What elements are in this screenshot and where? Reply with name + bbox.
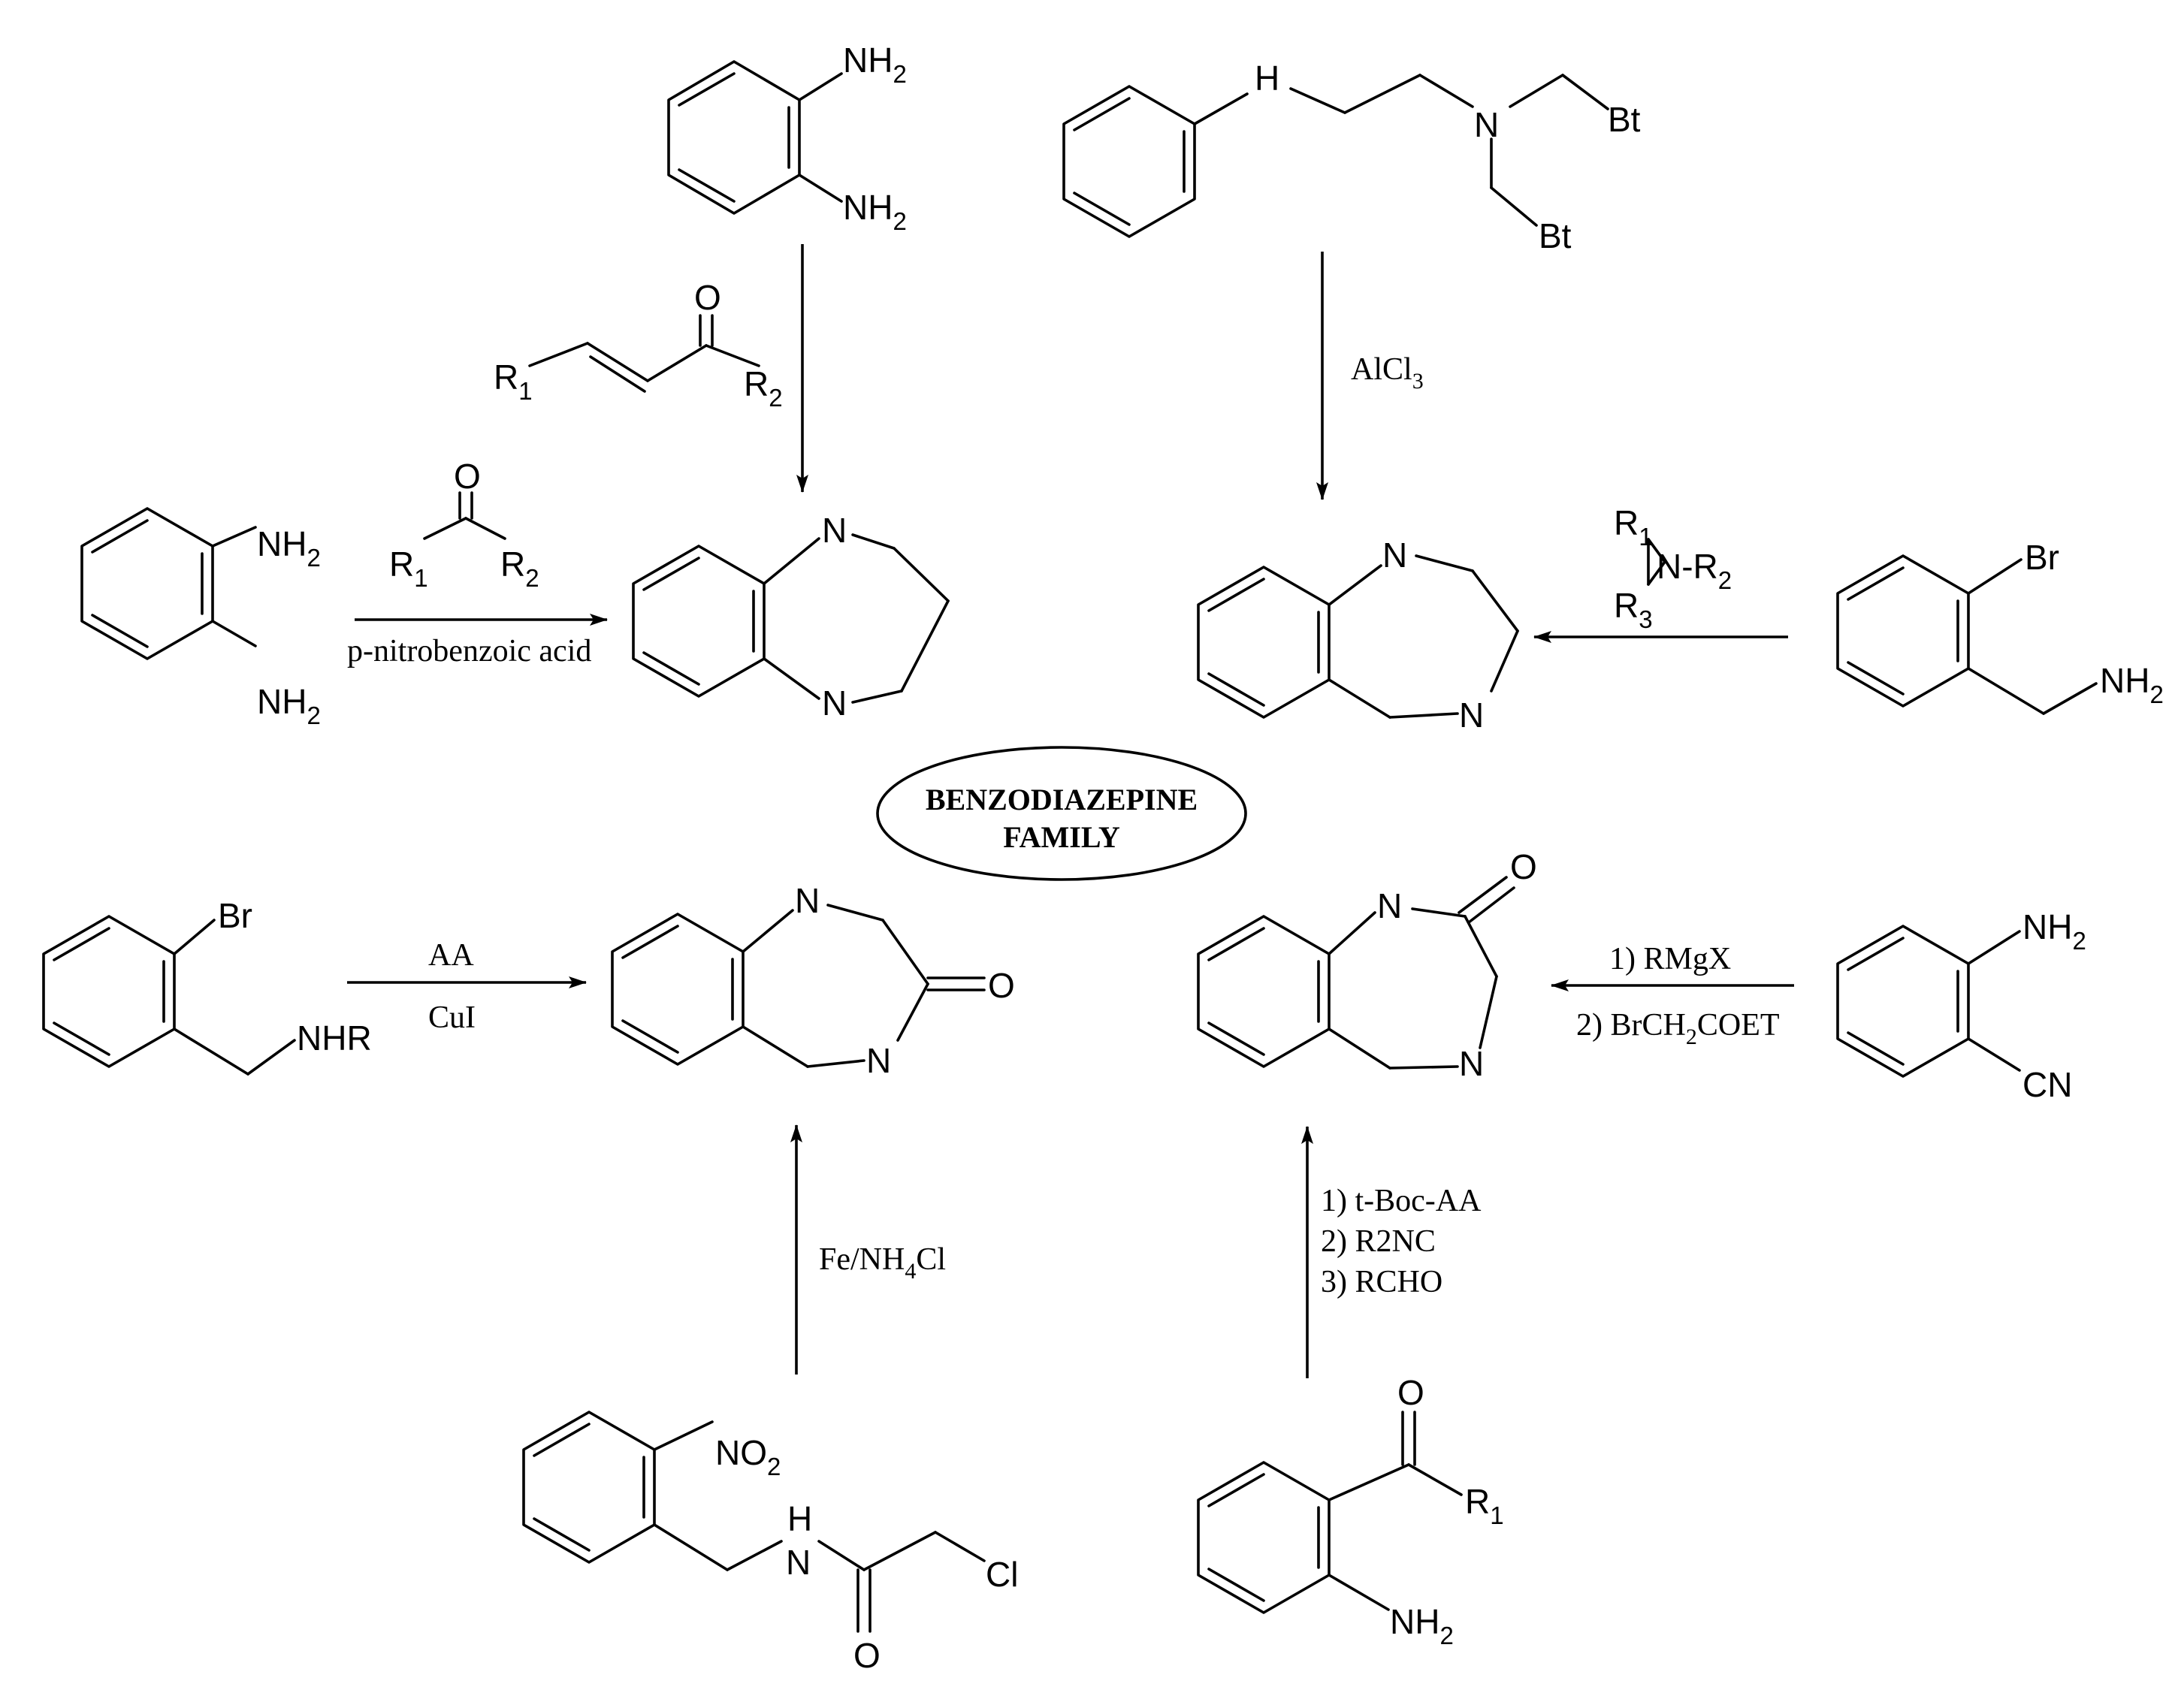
svg-text:NH2: NH2 (843, 188, 907, 235)
svg-text:O: O (454, 457, 481, 496)
condition-r2nc: 2) R2NC (1321, 1224, 1436, 1259)
svg-text:H: H (1255, 59, 1279, 98)
ketone-reagent: O R1 R2 (389, 457, 539, 592)
aziridine-reagent: R1 N-R2 R3 (1614, 503, 1732, 633)
svg-text:N: N (1377, 886, 1402, 925)
svg-text:NH2: NH2 (2100, 661, 2164, 708)
svg-text:NH2: NH2 (257, 682, 321, 729)
condition-alcl3: AlCl3 (1351, 352, 1424, 394)
svg-text:R1: R1 (1614, 503, 1653, 551)
condition-fe-nh4cl: Fe/NH4Cl (819, 1242, 946, 1284)
svg-text:O: O (694, 278, 721, 317)
2-aminoaryl-ketone: O R1 NH2 (1197, 1373, 1504, 1649)
svg-text:N: N (822, 684, 847, 723)
benzodiazepine-family-badge: BENZODIAZEPINE FAMILY (876, 746, 1247, 881)
svg-text:N: N (795, 881, 820, 920)
condition-brch2coet: 2) BrCH2COET (1576, 1008, 1780, 1049)
svg-text:N: N (1459, 696, 1484, 735)
svg-text:Cl: Cl (986, 1555, 1018, 1594)
svg-text:N-R2: N-R2 (1657, 547, 1732, 594)
o-phenylenediamine-top: NH2 NH2 (667, 41, 907, 235)
svg-text:NH2: NH2 (2022, 907, 2086, 955)
condition-rmgx: 1) RMgX (1609, 942, 1731, 976)
svg-text:N: N (1459, 1044, 1484, 1083)
svg-text:N: N (786, 1543, 811, 1582)
svg-text:H: H (787, 1499, 812, 1538)
product-1-5-benzodiazepine: N N (632, 511, 950, 723)
svg-text:NO2: NO2 (715, 1433, 781, 1480)
product-benzodiazepin-2-one: N N O (1197, 847, 1537, 1083)
nitro-chloroacetamide-precursor: NO2 H N Cl O (522, 1411, 1018, 1675)
2-aminobenzonitrile: NH2 CN (1836, 907, 2086, 1104)
svg-text:CN: CN (2022, 1065, 2072, 1104)
svg-text:N: N (866, 1041, 891, 1080)
svg-text:O: O (1510, 847, 1537, 886)
2-bromo-n-benzylamine: Br NHR (42, 896, 372, 1076)
svg-text:NH2: NH2 (843, 41, 907, 88)
condition-rcho: 3) RCHO (1321, 1265, 1442, 1299)
svg-text:FAMILY: FAMILY (1003, 820, 1120, 854)
svg-text:R1: R1 (1465, 1482, 1504, 1529)
svg-text:N: N (1382, 536, 1407, 575)
condition-t-boc-aa: 1) t-Boc-AA (1321, 1184, 1482, 1218)
svg-text:O: O (1397, 1373, 1424, 1412)
svg-text:NH2: NH2 (257, 524, 321, 572)
o-phenylenediamine-left: NH2 NH2 (80, 507, 321, 729)
svg-text:R2: R2 (744, 364, 783, 412)
svg-text:R3: R3 (1614, 586, 1653, 633)
product-benzodiazepin-3-one: N N O (611, 881, 1015, 1080)
svg-text:BENZODIAZEPINE: BENZODIAZEPINE (926, 783, 1198, 816)
svg-text:R1: R1 (494, 358, 533, 405)
2-bromobenzylamine: Br NH2 (1836, 538, 2164, 715)
bt-diamine-precursor: H N Bt Bt (1062, 59, 1641, 255)
svg-text:O: O (988, 966, 1015, 1005)
svg-text:Bt: Bt (1608, 100, 1641, 139)
enone-reagent: O R1 R2 (494, 278, 783, 412)
svg-text:R2: R2 (500, 545, 539, 592)
svg-text:Br: Br (218, 896, 252, 935)
svg-text:NH2: NH2 (1390, 1602, 1454, 1649)
svg-text:N: N (822, 511, 847, 550)
svg-text:N: N (1474, 105, 1499, 144)
svg-text:O: O (853, 1636, 881, 1675)
condition-p-nitrobenzoic-acid: p-nitrobenzoic acid (347, 634, 591, 668)
svg-text:Br: Br (2025, 538, 2059, 577)
condition-aa: AA (428, 938, 474, 973)
svg-text:NHR: NHR (297, 1018, 372, 1058)
condition-cui: CuI (428, 1000, 476, 1035)
svg-text:Bt: Bt (1539, 216, 1572, 255)
svg-text:R1: R1 (389, 545, 428, 592)
product-1-4-benzodiazepine: N N (1197, 536, 1519, 735)
